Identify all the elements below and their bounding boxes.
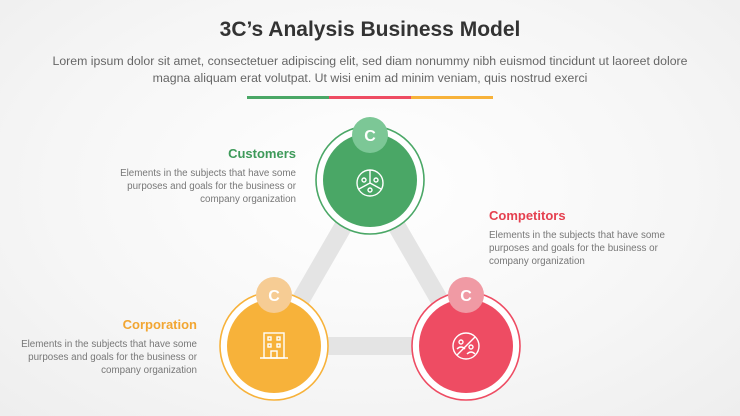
accent-bar-green	[247, 96, 329, 99]
competitors-badge	[448, 277, 484, 313]
customers-badge	[352, 117, 388, 153]
customers-description: Elements in the subjects that have some …	[120, 168, 296, 205]
node-competitors: C	[411, 277, 521, 401]
competitors-title: Competitors	[489, 208, 566, 223]
people-pie-icon	[356, 169, 384, 197]
corporation-description: Elements in the subjects that have some …	[21, 339, 197, 376]
node-corporation: C	[219, 277, 329, 401]
competitors-description: Elements in the subjects that have some …	[489, 230, 665, 267]
no-people-icon	[452, 332, 480, 360]
corporation-title: Corporation	[122, 317, 197, 332]
building-icon	[260, 332, 288, 359]
accent-bar-orange	[411, 96, 493, 99]
page-subtitle: Lorem ipsum dolor sit amet, consectetuer…	[52, 54, 688, 85]
customers-title: Customers	[228, 146, 296, 161]
corporation-badge	[256, 277, 292, 313]
competitors-badge-letter: C	[460, 288, 472, 305]
node-customers: C	[315, 117, 425, 235]
page-title: 3C’s Analysis Business Model	[219, 18, 521, 41]
customers-badge-letter: C	[364, 128, 376, 145]
accent-bar-red	[329, 96, 411, 99]
corporation-circle	[227, 299, 321, 393]
corporation-badge-letter: C	[268, 288, 280, 305]
